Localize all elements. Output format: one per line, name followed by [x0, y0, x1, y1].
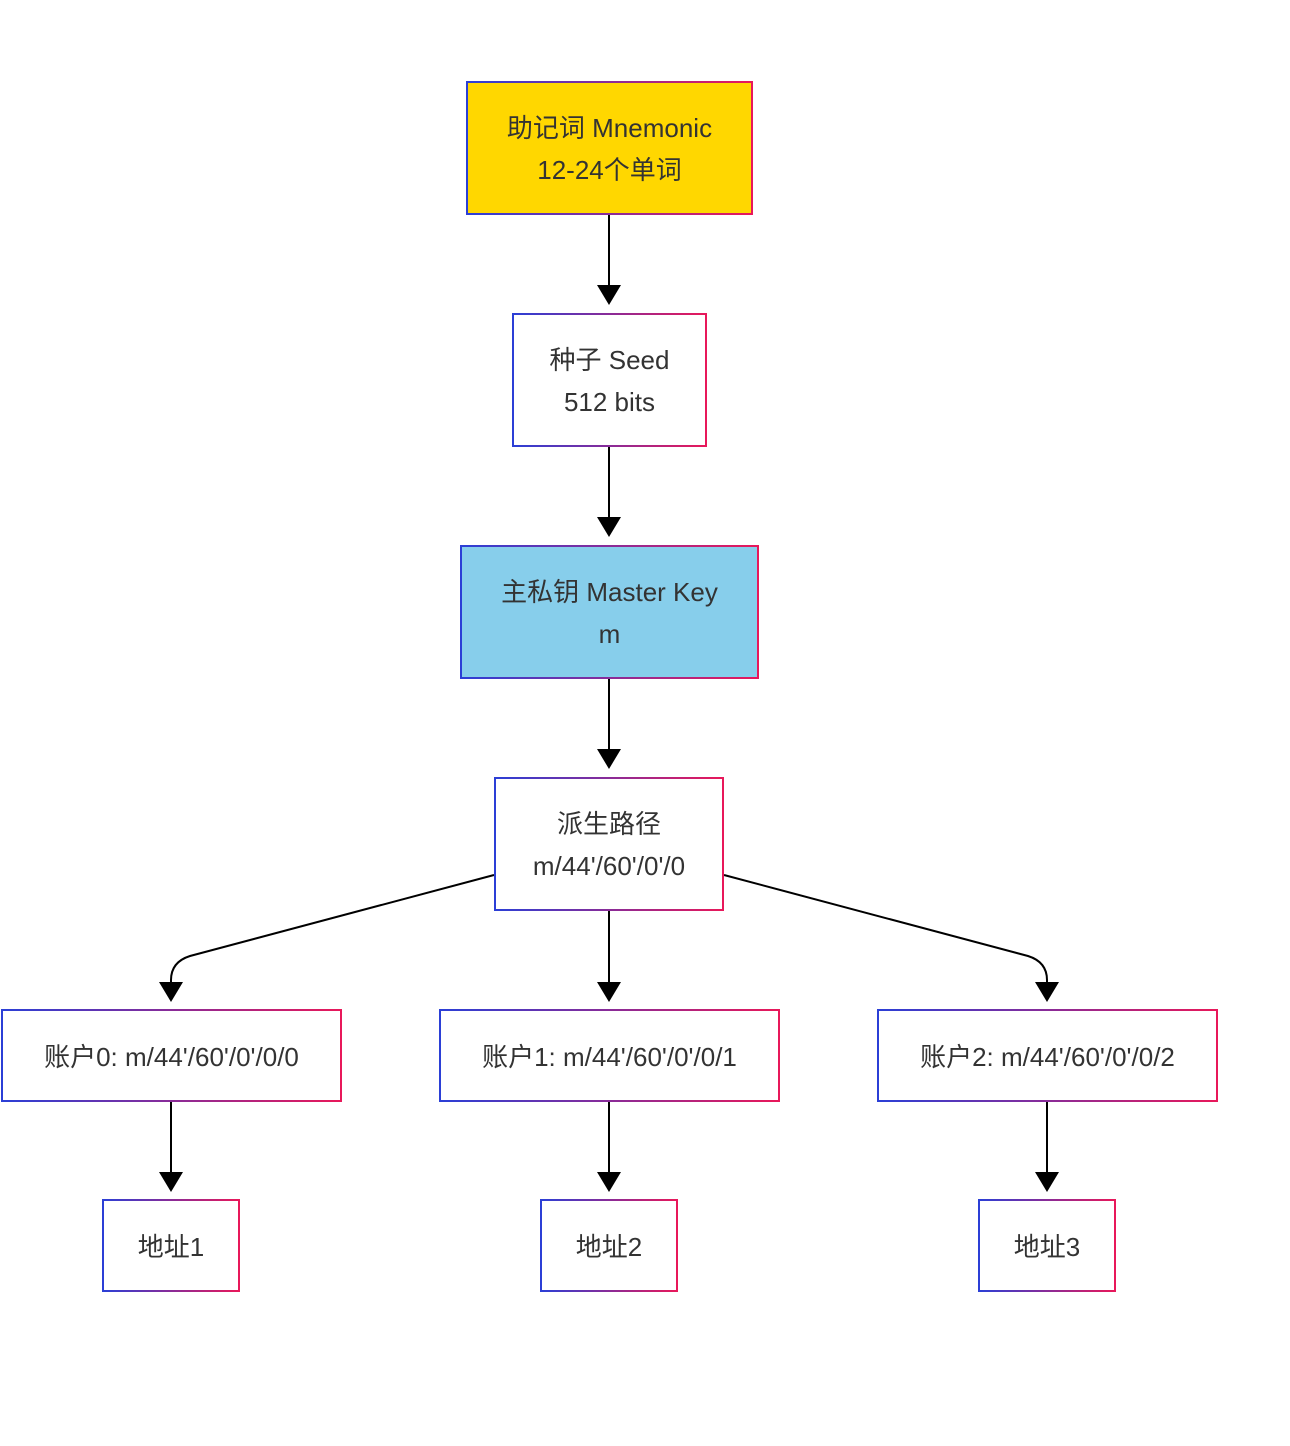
- node-seed-line1: 种子 Seed: [549, 345, 670, 375]
- edge-path-acc2: [723, 874, 1048, 984]
- node-derivation-path-line2: m/44'/60'/0'/0: [532, 851, 686, 881]
- arrowhead-master-path: [597, 749, 621, 769]
- node-master-key-line2: m: [598, 619, 621, 649]
- arrowhead-acc2-addr3: [1035, 1172, 1059, 1192]
- node-derivation-path-line1: 派生路径: [556, 809, 661, 839]
- node-account-2: 账户2: m/44'/60'/0'/0/2: [877, 1009, 1218, 1102]
- node-master-key: 主私钥 Master Key m: [460, 545, 759, 679]
- node-seed-line2: 512 bits: [563, 387, 656, 417]
- node-address-2-label: 地址2: [575, 1231, 643, 1262]
- node-address-3: 地址3: [978, 1199, 1116, 1292]
- node-account-0-label: 账户0: m/44'/60'/0'/0/0: [44, 1041, 299, 1072]
- node-mnemonic-line2: 12-24个单词: [537, 155, 682, 185]
- node-mnemonic-line1: 助记词 Mnemonic: [506, 113, 713, 143]
- edge-path-acc0: [170, 874, 495, 984]
- node-account-2-label: 账户2: m/44'/60'/0'/0/2: [920, 1041, 1175, 1072]
- arrowhead-path-acc0: [159, 982, 183, 1002]
- node-seed: 种子 Seed 512 bits: [512, 313, 707, 447]
- node-address-1: 地址1: [102, 1199, 240, 1292]
- arrowhead-acc0-addr1: [159, 1172, 183, 1192]
- arrowhead-mnemonic-seed: [597, 285, 621, 305]
- arrowhead-seed-master: [597, 517, 621, 537]
- node-derivation-path: 派生路径 m/44'/60'/0'/0: [494, 777, 724, 911]
- arrowhead-acc1-addr2: [597, 1172, 621, 1192]
- arrowhead-path-acc2: [1035, 982, 1059, 1002]
- node-account-1: 账户1: m/44'/60'/0'/0/1: [439, 1009, 780, 1102]
- node-mnemonic: 助记词 Mnemonic 12-24个单词: [466, 81, 753, 215]
- arrowhead-path-acc1: [597, 982, 621, 1002]
- node-address-1-label: 地址1: [137, 1231, 205, 1262]
- node-address-3-label: 地址3: [1013, 1231, 1081, 1262]
- node-address-2: 地址2: [540, 1199, 678, 1292]
- node-master-key-line1: 主私钥 Master Key: [501, 577, 718, 607]
- node-account-1-label: 账户1: m/44'/60'/0'/0/1: [482, 1041, 737, 1072]
- node-account-0: 账户0: m/44'/60'/0'/0/0: [1, 1009, 342, 1102]
